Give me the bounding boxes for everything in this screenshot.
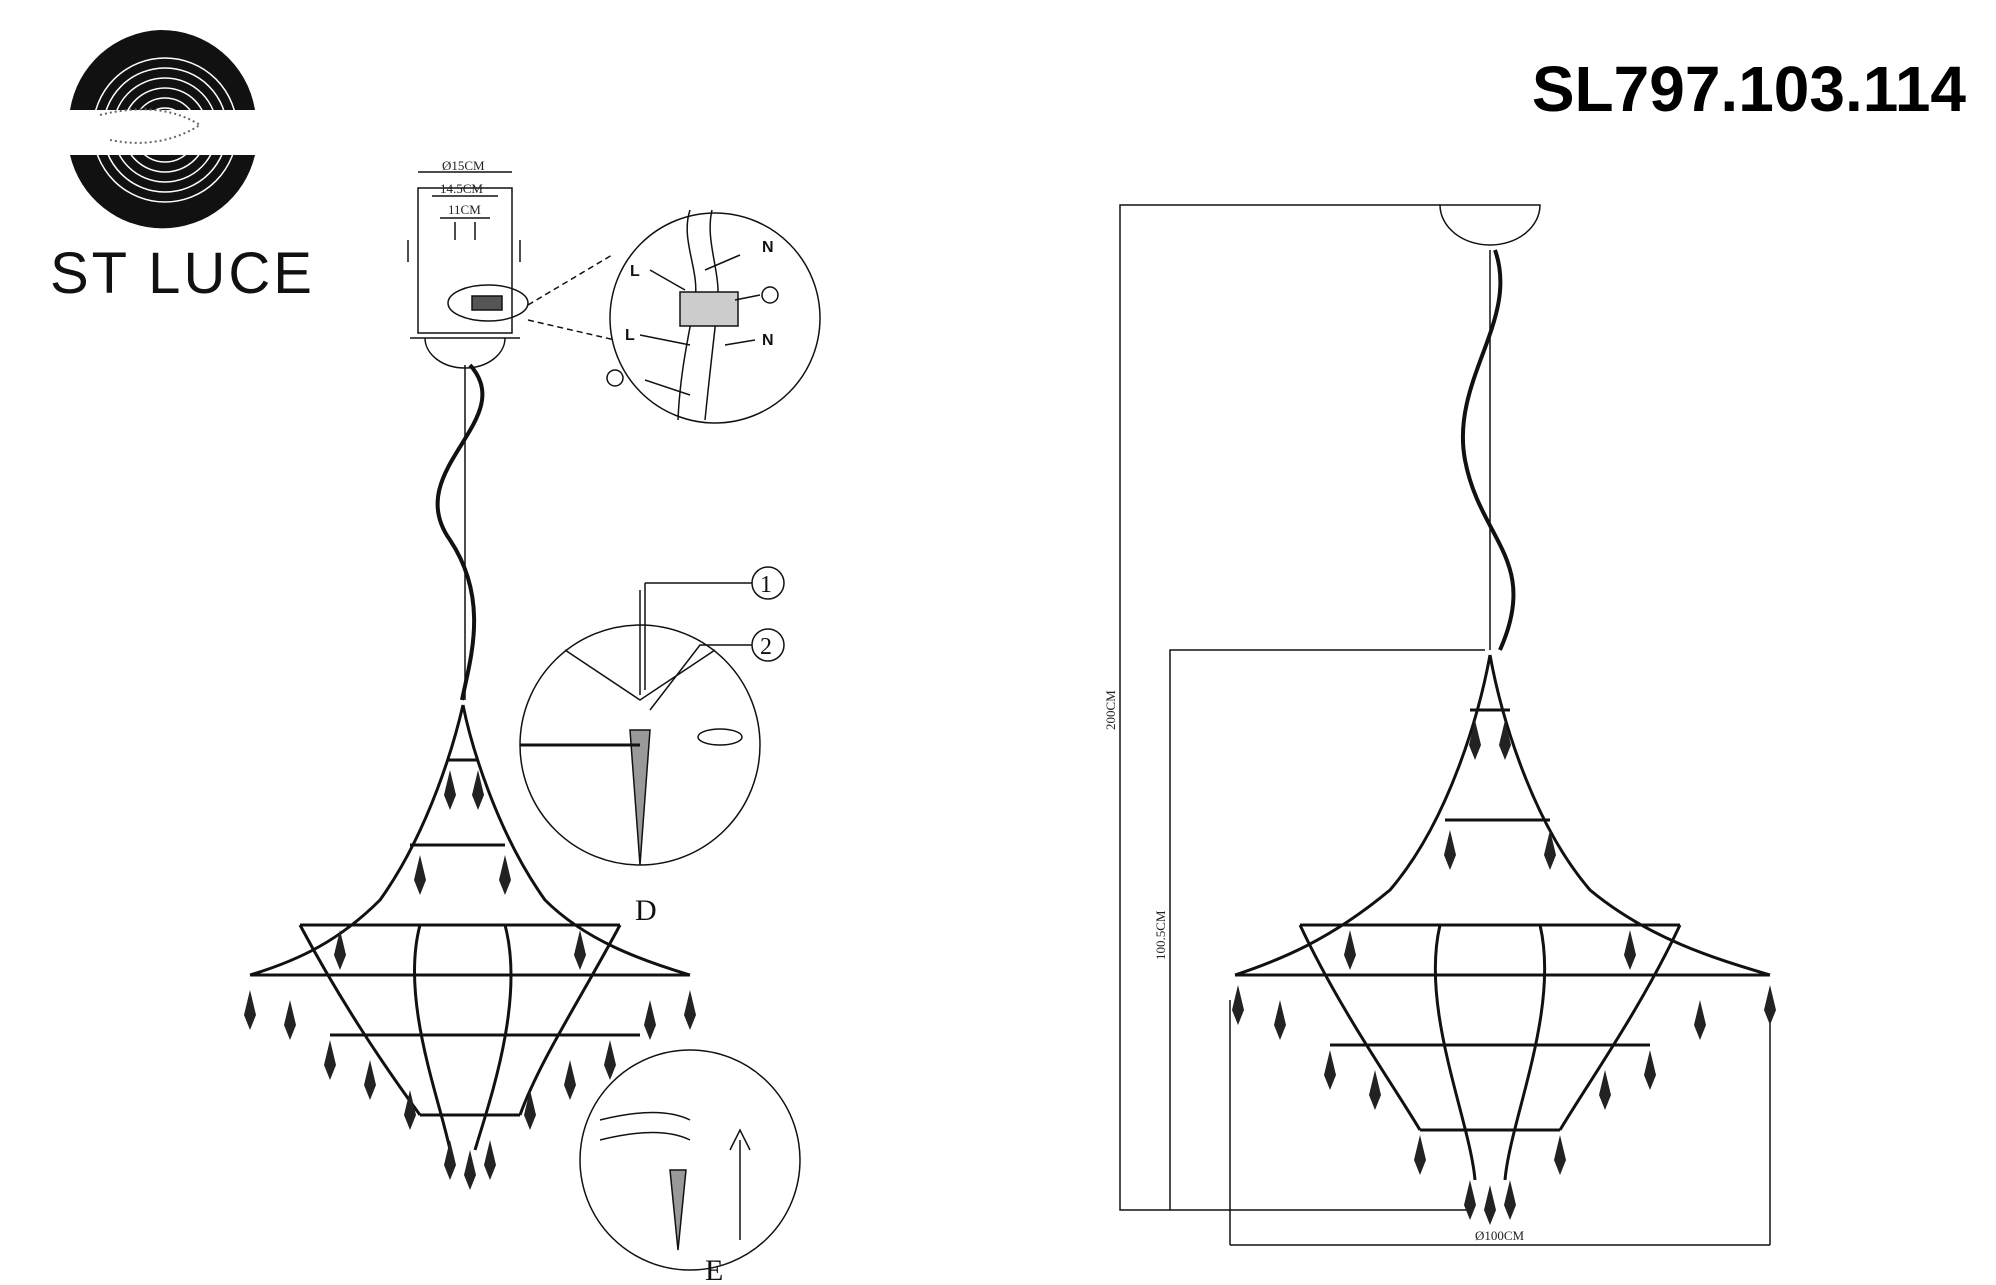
canopy-dim-outer: Ø15CM: [442, 158, 485, 173]
brand-name: ST LUCE: [50, 241, 315, 306]
dim-total-height: 200CM: [1103, 690, 1118, 730]
logo-icon: [60, 29, 260, 229]
detail-label-e: E: [705, 1254, 723, 1285]
detail-label-d: D: [635, 894, 657, 927]
canopy-dim-inner: 11CM: [448, 202, 481, 217]
callout-1: 1: [760, 572, 772, 598]
detail-e-circle: [579, 1049, 801, 1271]
canopy-dim-middle: 14.5CM: [440, 181, 483, 196]
wire-label-n1: N: [762, 239, 774, 256]
chandelier-left-view: [249, 704, 691, 1151]
dim-diameter: Ø100CM: [1475, 1228, 1525, 1243]
canopy-bracket: [417, 187, 513, 334]
wire-label-n2: N: [762, 332, 774, 349]
chandelier-right-view: [1234, 654, 1771, 1181]
wiring-detail-circle: [609, 212, 821, 424]
dim-body-height: 100.5CM: [1153, 910, 1168, 960]
wire-label-l2: L: [625, 327, 635, 344]
model-number: SL797.103.114: [1531, 53, 1966, 125]
wire-label-l1: L: [630, 263, 640, 280]
callout-2: 2: [760, 634, 772, 660]
